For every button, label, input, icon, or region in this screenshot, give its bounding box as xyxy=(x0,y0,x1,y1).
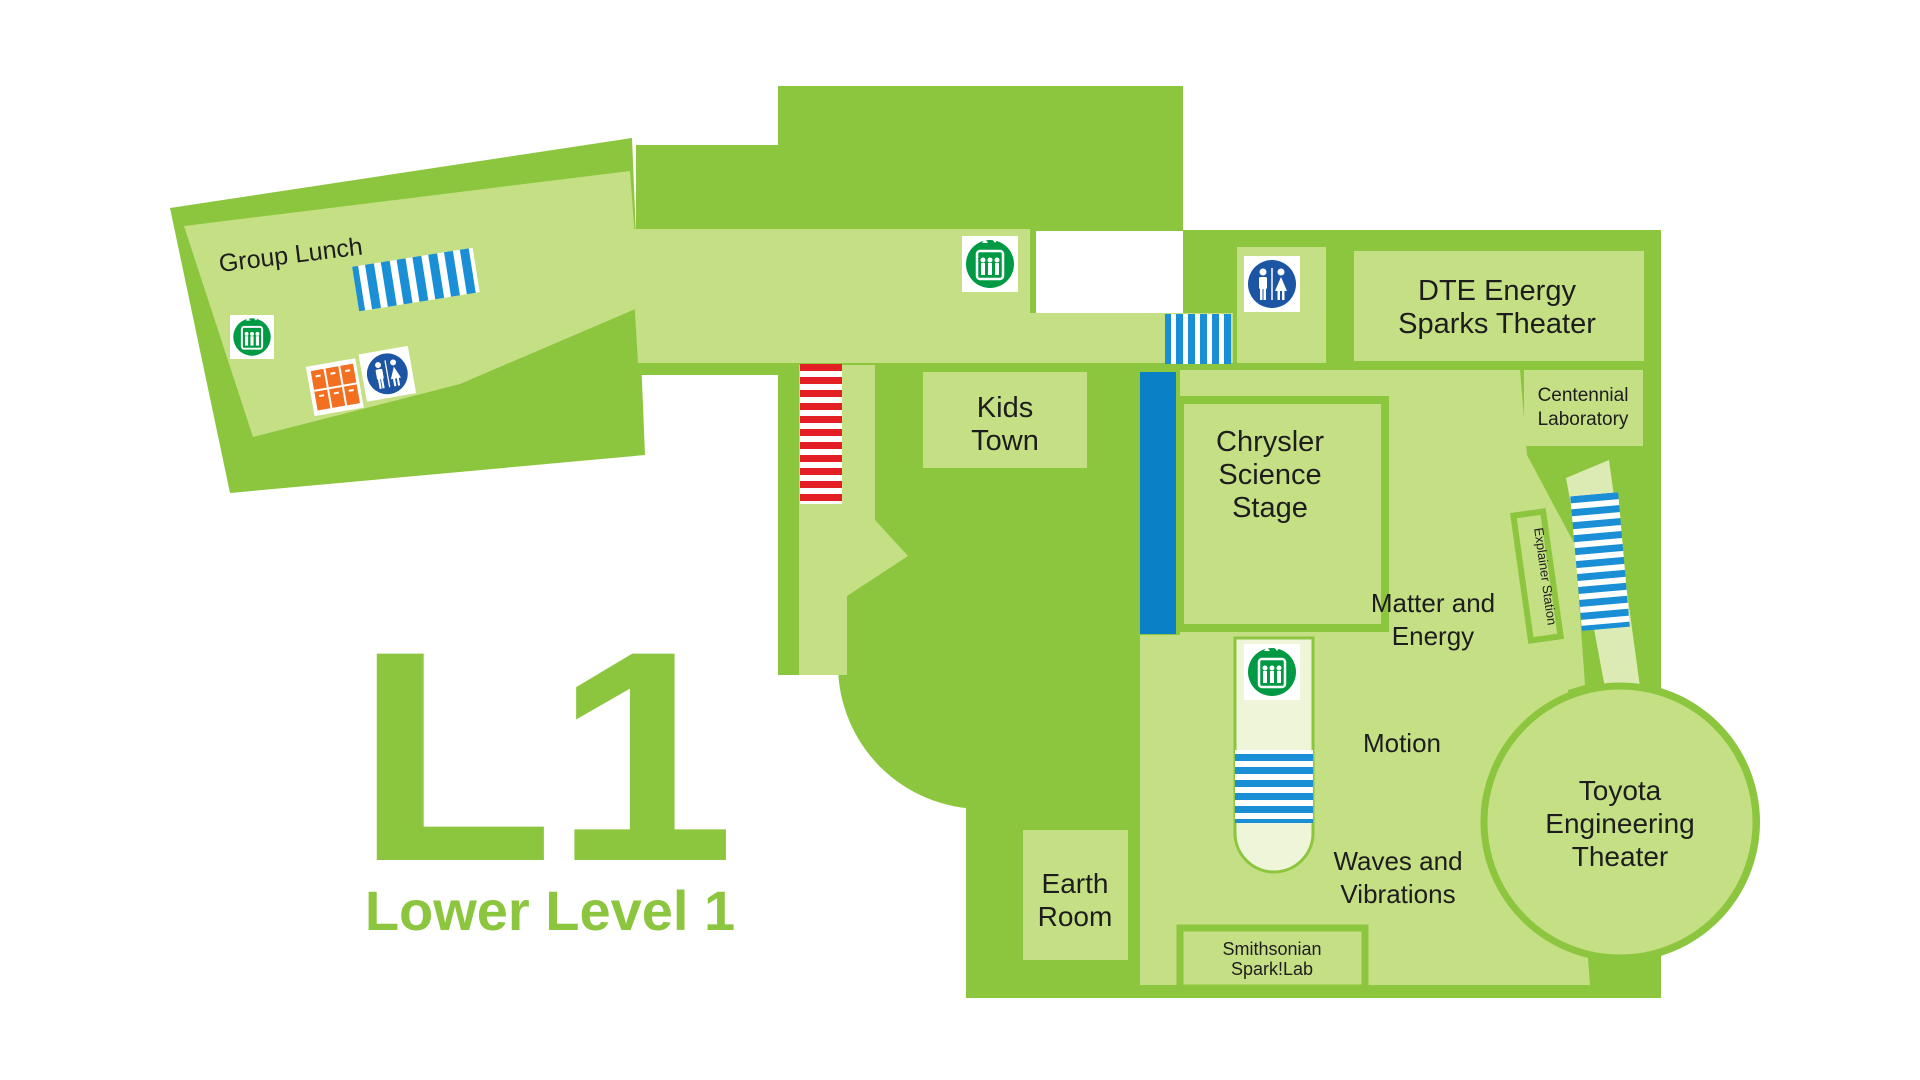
room-label-smithsonian-sparklab: Smithsonian Spark!Lab xyxy=(1222,939,1321,979)
room-label-line: Stage xyxy=(1232,492,1308,524)
room-label-line: Toyota xyxy=(1579,775,1662,806)
room-label-motion: Motion xyxy=(1363,728,1441,758)
level-code: L1 xyxy=(355,588,735,924)
level-name: Lower Level 1 xyxy=(365,879,735,942)
room-label-line: Theater xyxy=(1572,841,1669,872)
restroom-icon xyxy=(1244,256,1300,312)
room-label-line: Sparks Theater xyxy=(1398,308,1596,340)
elevator-icon xyxy=(230,315,274,359)
room-label-matter-and-energy: Matter and Energy xyxy=(1371,588,1495,651)
room-label-line: Kids xyxy=(977,392,1033,424)
escalator-icon xyxy=(800,364,842,504)
room-label-line: Vibrations xyxy=(1340,879,1455,909)
room-label-line: Energy xyxy=(1392,621,1474,651)
room-label-line: Room xyxy=(1038,901,1113,932)
room-label-line: Matter and xyxy=(1371,588,1495,618)
room-label-line: Earth xyxy=(1042,868,1109,899)
room-label-dte-energy-sparks-theater: DTE Energy Sparks Theater xyxy=(1398,275,1596,340)
room-label-line: Science xyxy=(1218,459,1321,491)
room-label-line: Laboratory xyxy=(1538,409,1629,430)
restroom-icon xyxy=(358,345,417,402)
elevator-icon xyxy=(962,236,1018,292)
room-label-earth-room: Earth Room xyxy=(1038,868,1113,932)
stairs-icon xyxy=(352,247,480,312)
room-label-chrysler-science-stage: Chrysler Science Stage xyxy=(1216,426,1324,524)
stairs-icon xyxy=(1165,314,1231,364)
elevator-icon xyxy=(1244,644,1300,700)
room-label-line: Spark!Lab xyxy=(1231,959,1313,979)
room-label-line: Engineering xyxy=(1545,808,1694,839)
room-label-waves-and-vibrations: Waves and Vibrations xyxy=(1333,846,1462,909)
room-label-line: Chrysler xyxy=(1216,426,1324,458)
room-label-kids-town: Kids Town xyxy=(971,392,1039,457)
stairs-icon xyxy=(1235,750,1313,823)
room-label-toyota-engineering-theater: Toyota Engineering Theater xyxy=(1545,775,1694,872)
room-label-centennial-laboratory: Centennial Laboratory xyxy=(1538,385,1629,430)
blue-wall-bar xyxy=(1140,372,1176,634)
room-label-line: Waves and xyxy=(1333,846,1462,876)
lockers-icon xyxy=(305,358,364,417)
room-label-line: Town xyxy=(971,425,1039,457)
room-label-line: Smithsonian xyxy=(1222,939,1321,959)
room-label-line: Centennial xyxy=(1538,385,1629,406)
stairs-icon xyxy=(1570,492,1630,631)
room-label-line: DTE Energy xyxy=(1418,275,1576,307)
